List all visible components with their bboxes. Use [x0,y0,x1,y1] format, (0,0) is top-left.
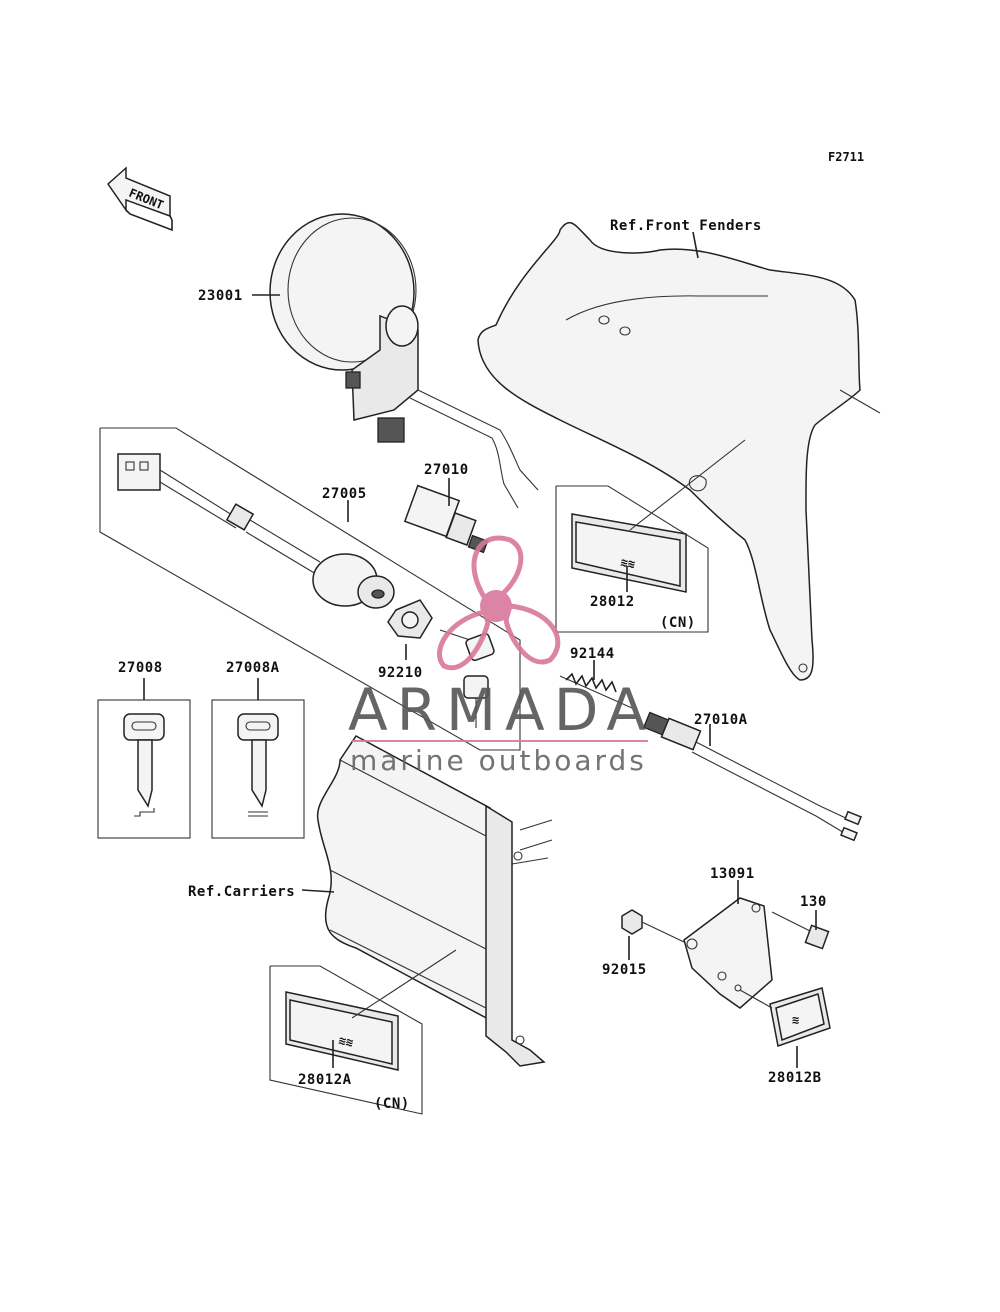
key-box-27008A [211,699,305,839]
figure-code: F2711 [828,150,864,164]
svg-text:≋≋: ≋≋ [337,1033,354,1050]
ref-front-fenders: Ref.Front Fenders [610,218,762,234]
label-13091: 13091 [710,866,755,882]
watermark-subtitle: marine outboards [350,744,647,777]
label-27008: 27008 [118,660,163,676]
reflector-28012B: ≋ [739,987,831,1047]
label-28012: 28012 [590,594,635,610]
ref-carriers: Ref.Carriers [188,884,295,900]
note-28012: (CN) [660,615,696,631]
label-92210: 92210 [378,665,423,681]
reflector-box-28012 [555,485,709,633]
assembly-box-27005 [99,427,521,751]
label-130: 130 [800,894,827,910]
key-box-27008 [97,699,191,839]
carrier [316,735,553,1067]
svg-text:≋≋: ≋≋ [619,555,636,571]
leader-reflector-28012 [629,439,746,531]
front-arrow-icon: FRONT [107,166,173,232]
nut-92015 [621,909,685,943]
headlight [269,213,539,509]
front-fender [477,221,881,681]
label-92015: 92015 [602,962,647,978]
switch-27010 [403,484,489,554]
reflector-28012A: ≋≋ [285,991,399,1071]
reflector-28012: ≋≋ [571,513,687,593]
bolt-130 [771,911,830,950]
fender-leader [692,231,699,259]
label-27010: 27010 [424,462,469,478]
bracket-13091 [683,897,773,1009]
watermark-title: ARMADA [348,676,655,744]
label-92144: 92144 [570,646,615,662]
label-27008A: 27008A [226,660,280,676]
note-28012A: (CN) [374,1096,410,1112]
switch-27010A [642,711,862,842]
watermark-logo: ARMADA marine outboards [348,535,655,777]
label-23001: 23001 [198,288,243,304]
propeller-icon [437,535,561,671]
ignition-switch [117,453,433,639]
leader-reflector-28012A [351,949,457,1019]
svg-text:≋: ≋ [792,1013,799,1027]
label-27005: 27005 [322,486,367,502]
label-28012A: 28012A [298,1072,352,1088]
leader-carriers [301,889,335,893]
label-27010A: 27010A [694,712,748,728]
reflector-box-28012A [269,965,423,1115]
label-28012B: 28012B [768,1070,822,1086]
spring-92144 [559,672,633,709]
